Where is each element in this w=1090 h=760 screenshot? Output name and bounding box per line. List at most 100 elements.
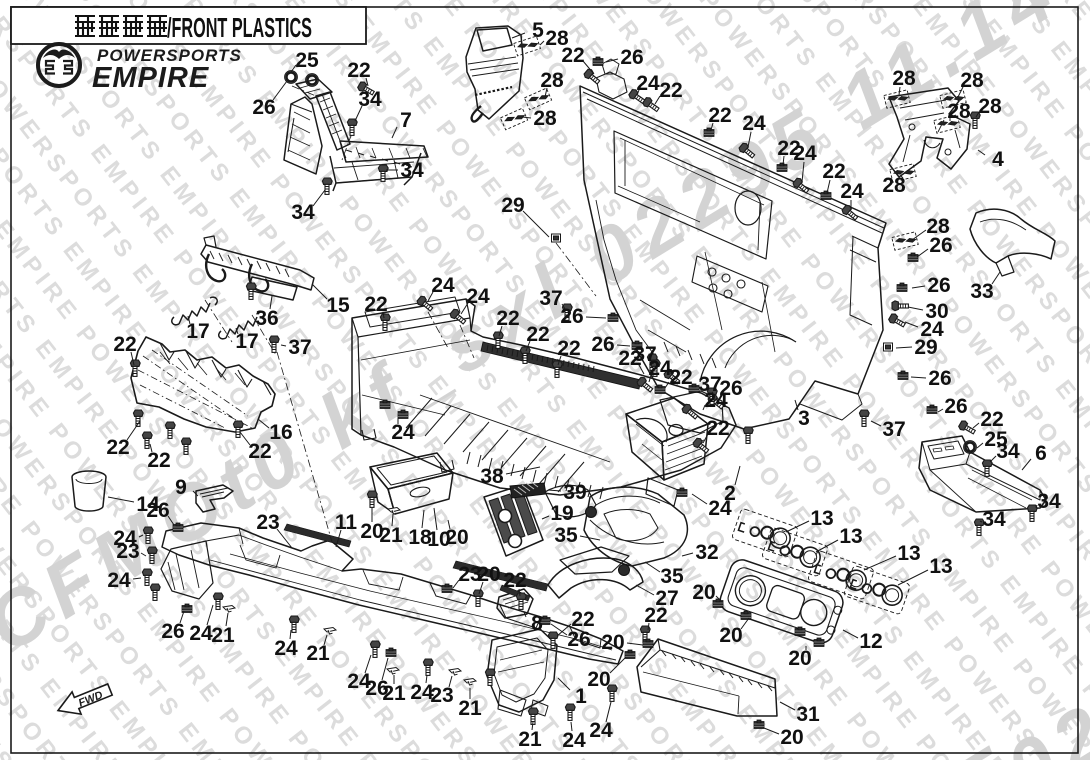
- svg-text:34: 34: [291, 201, 315, 224]
- svg-text:22: 22: [496, 307, 519, 330]
- svg-text:37: 37: [698, 373, 721, 396]
- svg-text:24: 24: [274, 637, 298, 660]
- svg-text:21: 21: [211, 624, 235, 647]
- svg-text:22: 22: [147, 449, 170, 472]
- svg-text:29: 29: [914, 336, 937, 359]
- svg-text:5: 5: [532, 19, 544, 42]
- svg-text:17: 17: [186, 320, 209, 343]
- svg-text:19: 19: [550, 502, 573, 525]
- svg-text:20: 20: [719, 624, 742, 647]
- svg-text:28: 28: [978, 95, 1002, 118]
- svg-text:24: 24: [704, 389, 728, 412]
- svg-text:13: 13: [929, 555, 952, 578]
- svg-text:3: 3: [798, 407, 810, 430]
- svg-text:30: 30: [925, 300, 948, 323]
- svg-text:24: 24: [113, 527, 137, 550]
- svg-text:6: 6: [1035, 442, 1047, 465]
- svg-text:EMPIRE: EMPIRE: [92, 62, 210, 94]
- svg-text:21: 21: [382, 682, 406, 705]
- svg-text:2: 2: [724, 482, 736, 505]
- svg-text:34: 34: [400, 159, 424, 182]
- svg-text:20: 20: [477, 563, 500, 586]
- svg-text:26: 26: [591, 333, 614, 356]
- svg-text:13: 13: [810, 507, 833, 530]
- svg-text:24: 24: [920, 318, 944, 341]
- svg-text:14: 14: [136, 493, 160, 516]
- svg-text:26: 26: [928, 367, 951, 390]
- svg-text:16: 16: [269, 421, 292, 444]
- svg-text:26: 26: [944, 395, 967, 418]
- svg-text:22: 22: [706, 417, 729, 440]
- svg-text:22: 22: [557, 337, 580, 360]
- svg-text:24: 24: [793, 142, 817, 165]
- svg-text:32: 32: [695, 541, 718, 564]
- svg-text:22: 22: [659, 79, 682, 102]
- svg-text:15: 15: [326, 294, 350, 317]
- svg-text:22: 22: [113, 333, 136, 356]
- svg-text:22: 22: [106, 436, 129, 459]
- svg-text:23: 23: [458, 563, 481, 586]
- svg-text:27: 27: [655, 587, 678, 610]
- svg-text:21: 21: [458, 697, 482, 720]
- svg-text:24: 24: [840, 180, 864, 203]
- svg-text:21: 21: [518, 728, 542, 751]
- svg-text:21: 21: [379, 524, 403, 547]
- svg-text:20: 20: [780, 726, 803, 749]
- svg-text:24: 24: [636, 72, 660, 95]
- svg-text:23: 23: [430, 684, 453, 707]
- svg-text:22: 22: [644, 604, 667, 627]
- svg-text:20: 20: [587, 668, 610, 691]
- svg-text:1: 1: [575, 685, 587, 708]
- svg-text:26: 26: [929, 234, 952, 257]
- svg-text:22: 22: [561, 44, 584, 67]
- svg-text:37: 37: [539, 287, 562, 310]
- svg-text:10: 10: [427, 528, 450, 551]
- svg-text:37: 37: [882, 418, 905, 441]
- svg-text:28: 28: [960, 69, 984, 92]
- svg-text:25: 25: [295, 49, 319, 72]
- svg-text:31: 31: [796, 703, 820, 726]
- svg-text:12: 12: [859, 630, 882, 653]
- svg-text:28: 28: [926, 215, 950, 238]
- svg-text:22: 22: [980, 408, 1003, 431]
- svg-text:24: 24: [189, 622, 213, 645]
- svg-text:20: 20: [601, 631, 624, 654]
- svg-text:22: 22: [571, 608, 594, 631]
- svg-text:28: 28: [882, 174, 906, 197]
- svg-text:13: 13: [897, 542, 920, 565]
- svg-text:24: 24: [431, 274, 455, 297]
- svg-text:28: 28: [947, 100, 971, 123]
- svg-text:26: 26: [146, 499, 169, 522]
- svg-text:22: 22: [503, 569, 526, 592]
- svg-text:38: 38: [480, 465, 504, 488]
- svg-text:33: 33: [970, 280, 993, 303]
- svg-text:24: 24: [107, 569, 131, 592]
- svg-text:24: 24: [589, 719, 613, 742]
- svg-text:22: 22: [526, 323, 549, 346]
- svg-text:24: 24: [742, 112, 766, 135]
- svg-text:21: 21: [306, 642, 330, 665]
- svg-text:17: 17: [235, 330, 258, 353]
- svg-text:37: 37: [288, 336, 311, 359]
- svg-text:26: 26: [719, 377, 742, 400]
- svg-text:26: 26: [567, 628, 590, 651]
- svg-text:9: 9: [175, 476, 187, 499]
- svg-text:36: 36: [255, 307, 278, 330]
- svg-text:37: 37: [633, 343, 656, 366]
- svg-text:26: 26: [560, 305, 583, 328]
- svg-text:22: 22: [708, 104, 731, 127]
- svg-text:24: 24: [391, 421, 415, 444]
- svg-text:25: 25: [984, 428, 1008, 451]
- svg-text:20: 20: [788, 647, 811, 670]
- svg-text:11: 11: [335, 511, 358, 534]
- svg-text:20: 20: [692, 581, 715, 604]
- svg-text:/FRONT PLASTICS: /FRONT PLASTICS: [167, 12, 312, 43]
- svg-text:POWERSPORTS: POWERSPORTS: [97, 46, 242, 65]
- svg-text:18: 18: [408, 526, 432, 549]
- svg-text:13: 13: [839, 525, 862, 548]
- svg-text:22: 22: [777, 137, 800, 160]
- svg-text:20: 20: [360, 520, 383, 543]
- svg-text:35: 35: [554, 524, 578, 547]
- svg-text:35: 35: [660, 565, 684, 588]
- svg-text:26: 26: [252, 96, 275, 119]
